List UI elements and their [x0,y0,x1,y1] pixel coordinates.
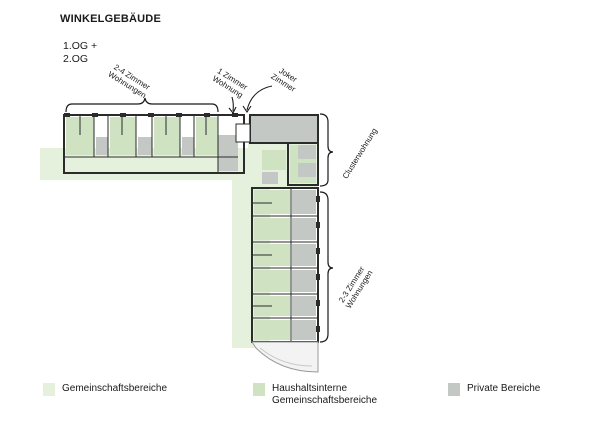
brace-2-3-room [319,191,334,343]
brace-2-4-room [65,97,219,113]
private-room [96,137,108,155]
arrow-joker [246,85,273,111]
private-room [138,137,152,155]
legend-label: Haushaltsinterne Gemeinschaftsbereiche [272,383,378,406]
apartment-unit [196,117,218,155]
legend-item-household: Haushaltsinterne Gemeinschaftsbereiche [253,383,377,407]
floor-label: 1.OG + 2.OG [63,40,97,66]
terrace [251,341,319,373]
floor-label-line-2: 2.OG [63,53,89,65]
horizontal-wing-apartments [64,113,238,173]
stairwell [235,123,251,143]
legend-swatch [253,383,265,396]
diagram-title: WINKELGEBÄUDE [60,13,161,25]
legend-item-private: Private Bereiche [448,383,540,396]
legend-item-community: Gemeinschaftsbereiche [43,383,167,396]
cluster-apartment [262,142,319,186]
legend-swatch [448,383,460,396]
vertical-wing-apartments [252,188,320,342]
one-room-apartment [218,135,238,171]
legend-swatch [43,383,55,396]
brace-cluster [319,113,334,187]
apartment-unit [154,117,180,155]
private-room [182,137,194,155]
legend-label: Private Bereiche [467,383,541,394]
floor-label-line-1: 1.OG + [63,40,98,52]
arrow-1-room [231,96,234,112]
legend-label: Gemeinschaftsbereiche [62,383,168,394]
joker-room [249,114,319,144]
apartment-unit [110,117,136,155]
